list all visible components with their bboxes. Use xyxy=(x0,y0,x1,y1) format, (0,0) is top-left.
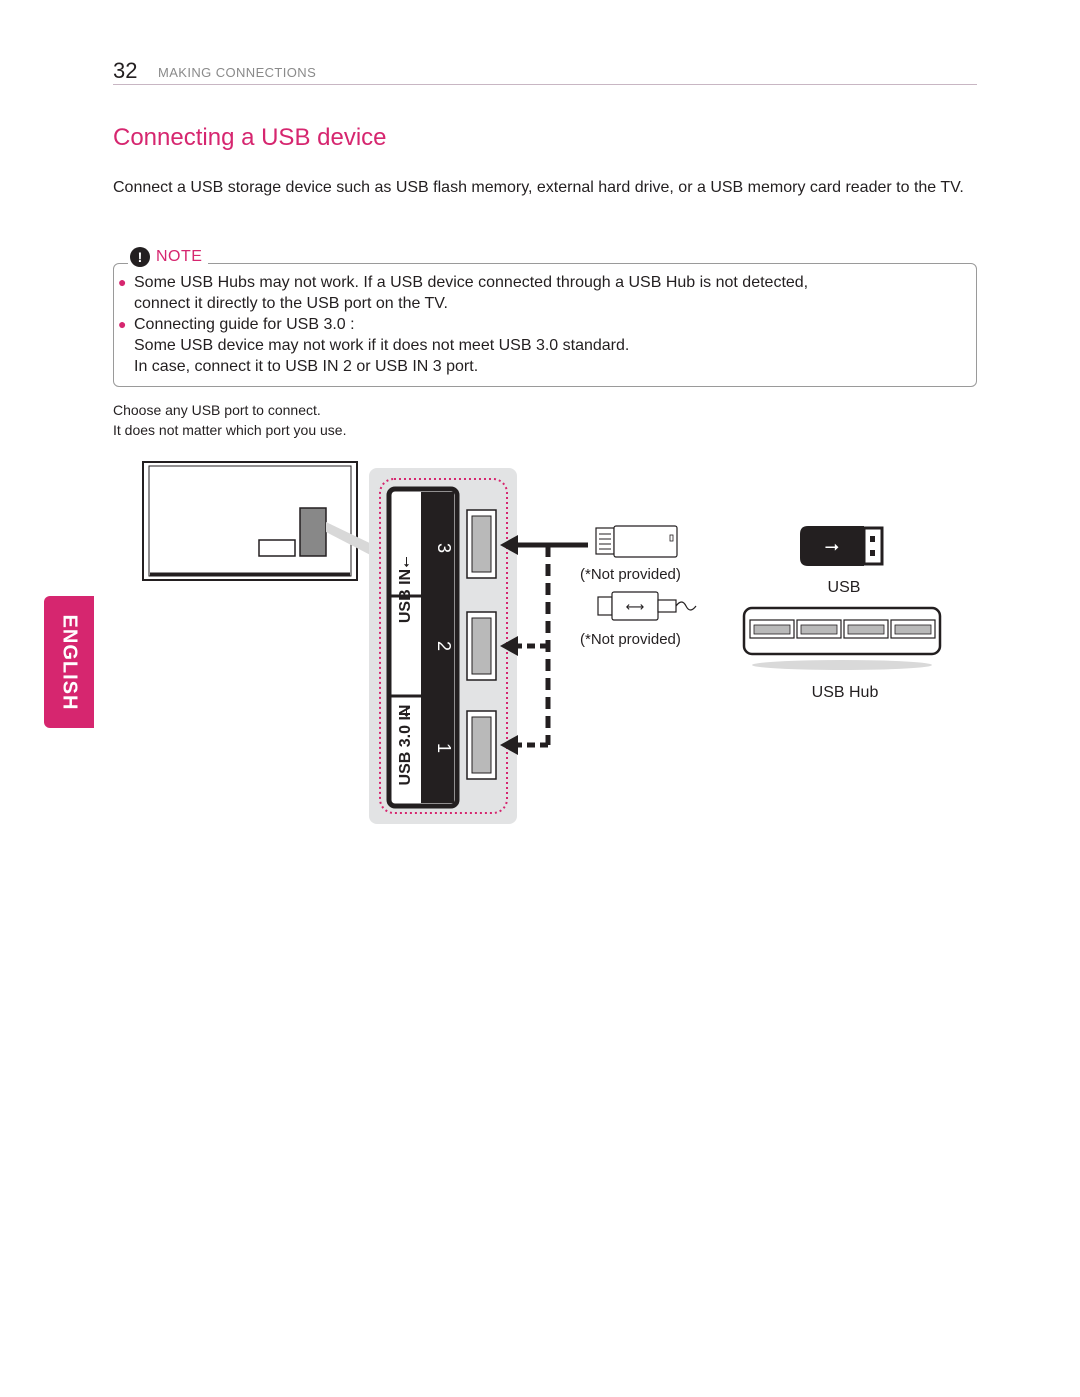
note-list: ● Some USB Hubs may not work. If a USB d… xyxy=(118,272,968,377)
section-name: MAKING CONNECTIONS xyxy=(158,65,317,80)
usb-device-icon: ⭢ xyxy=(800,526,884,566)
guide-line: Choose any USB port to connect. xyxy=(113,402,321,418)
note-line: Some USB device may not work if it does … xyxy=(134,337,630,354)
svg-text:⟷: ⟷ xyxy=(626,600,645,615)
usb-in-label: USB IN xyxy=(397,569,414,623)
page-title: Connecting a USB device xyxy=(113,124,387,151)
usb-label: USB xyxy=(828,579,861,596)
note-item: ● Some USB Hubs may not work. If a USB d… xyxy=(118,272,968,314)
usb-hub-icon xyxy=(742,606,942,670)
port-guide: Choose any USB port to connect. It does … xyxy=(113,400,346,440)
usb-cable-icon: ⟷ xyxy=(597,591,697,621)
note-line: connect it directly to the USB port on t… xyxy=(134,295,448,312)
page-number: 32 xyxy=(113,58,138,83)
language-tab: ENGLISH xyxy=(44,596,94,728)
note-label: ! NOTE xyxy=(128,246,209,268)
connection-arrows xyxy=(500,535,588,755)
note-line: Connecting guide for USB 3.0 : xyxy=(134,316,355,333)
usb-port-1 xyxy=(466,710,497,780)
port-number-1: 1 xyxy=(434,743,454,753)
tv-back-illustration xyxy=(142,461,380,581)
usb30-in-label: USB 3.0 IN xyxy=(397,705,414,786)
usb-port-3 xyxy=(466,509,497,579)
port-number-2: 2 xyxy=(434,641,454,651)
usb-symbol-icon: ⭠ xyxy=(398,706,414,717)
guide-line: It does not matter which port you use. xyxy=(113,422,347,438)
svg-text:⭢: ⭢ xyxy=(825,536,839,557)
bullet-icon: ● xyxy=(118,316,127,332)
exclamation-icon: ! xyxy=(130,247,150,267)
port-number-3: 3 xyxy=(434,543,454,553)
usb-hub-label: USB Hub xyxy=(812,684,879,701)
note-title: NOTE xyxy=(156,248,203,265)
note-line: Some USB Hubs may not work. If a USB dev… xyxy=(134,274,809,291)
not-provided-label: (*Not provided) xyxy=(580,566,681,583)
note-line: In case, connect it to USB IN 2 or USB I… xyxy=(134,358,479,375)
page-header: 32 MAKING CONNECTIONS xyxy=(113,58,977,85)
note-item: ● Connecting guide for USB 3.0 : Some US… xyxy=(118,314,968,377)
intro-paragraph: Connect a USB storage device such as USB… xyxy=(113,179,964,196)
usb-symbol-icon: ⭠ xyxy=(398,556,414,567)
note-box xyxy=(113,263,977,387)
not-provided-label: (*Not provided) xyxy=(580,631,681,648)
usb-port-2 xyxy=(466,611,497,681)
usb-flash-drive-icon xyxy=(595,525,678,558)
bullet-icon: ● xyxy=(118,274,127,290)
